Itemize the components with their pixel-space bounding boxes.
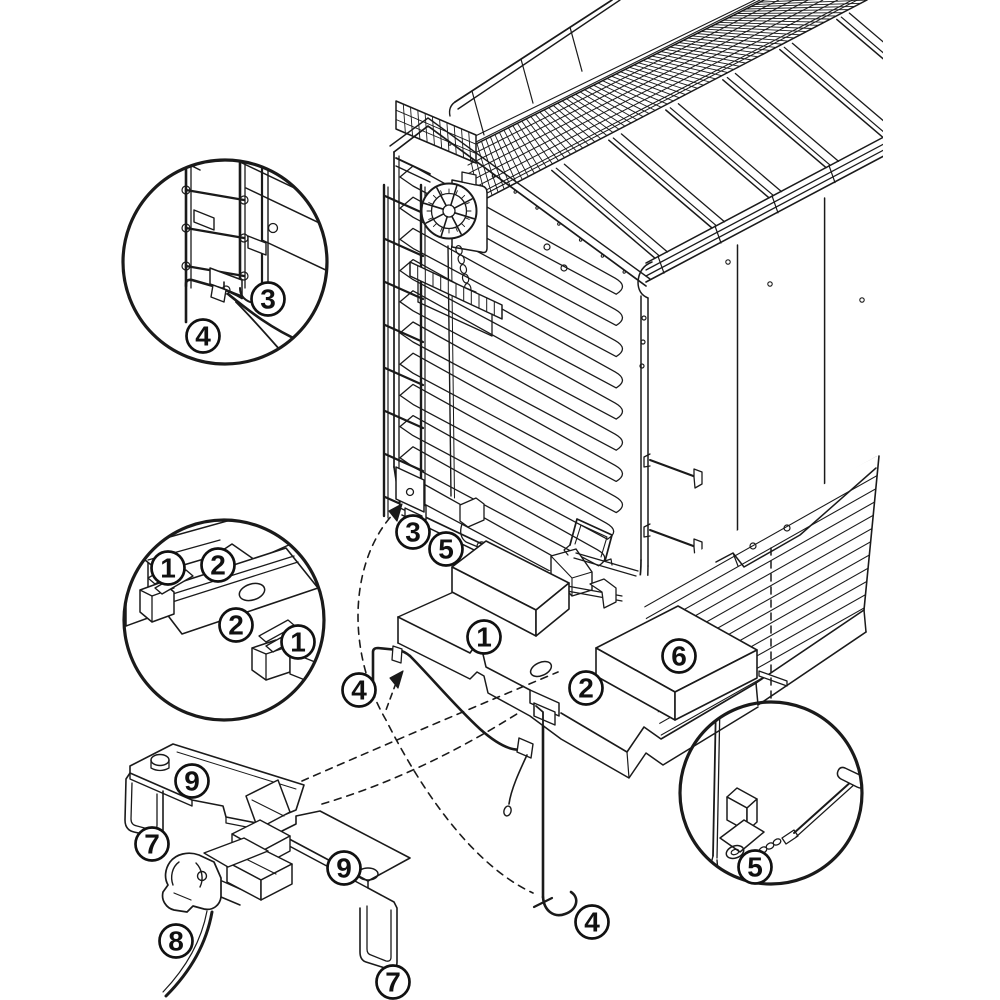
svg-text:7: 7 xyxy=(385,967,401,998)
svg-text:8: 8 xyxy=(168,926,184,957)
svg-text:1: 1 xyxy=(476,622,492,653)
svg-text:3: 3 xyxy=(260,284,276,315)
svg-text:2: 2 xyxy=(210,550,226,581)
svg-text:4: 4 xyxy=(351,675,367,706)
svg-text:9: 9 xyxy=(336,853,352,884)
svg-text:5: 5 xyxy=(747,852,763,883)
svg-text:4: 4 xyxy=(195,321,211,352)
svg-text:2: 2 xyxy=(228,610,244,641)
svg-text:7: 7 xyxy=(144,829,160,860)
svg-text:4: 4 xyxy=(584,907,600,938)
svg-text:6: 6 xyxy=(671,641,687,672)
svg-text:5: 5 xyxy=(438,534,454,565)
svg-text:3: 3 xyxy=(405,517,421,548)
svg-text:1: 1 xyxy=(160,553,176,584)
svg-text:1: 1 xyxy=(290,627,306,658)
svg-text:2: 2 xyxy=(578,673,594,704)
svg-text:9: 9 xyxy=(184,766,200,797)
